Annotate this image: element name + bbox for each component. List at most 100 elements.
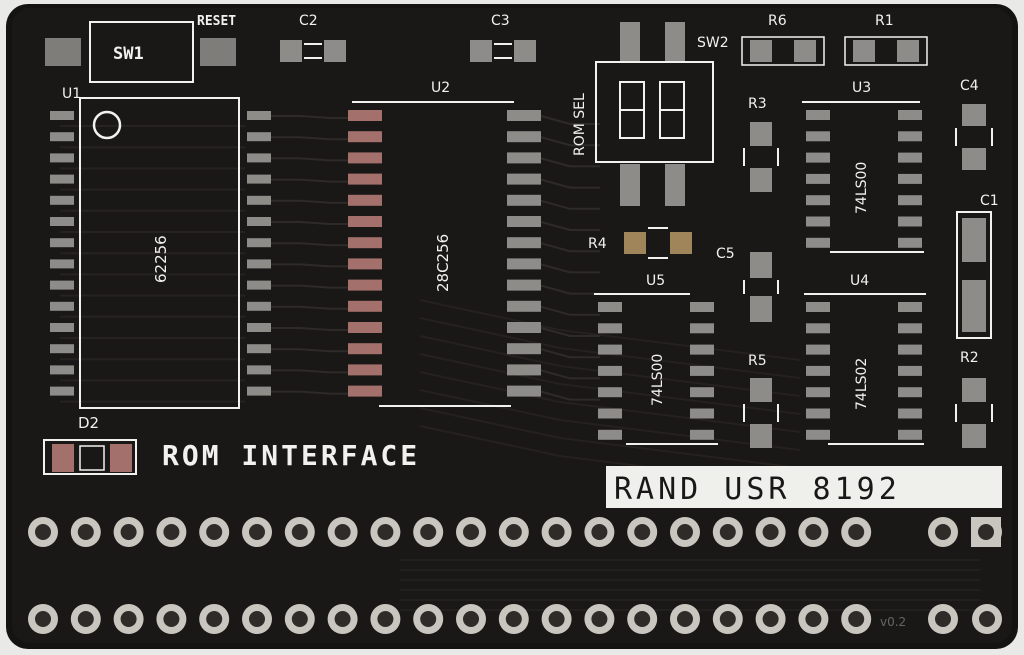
u3-silkscreen xyxy=(802,101,924,253)
ic-pad xyxy=(247,174,271,184)
connector-drill xyxy=(463,524,479,540)
u3-pads xyxy=(806,110,922,248)
r3-pad-a xyxy=(750,122,772,146)
rom-sel-seven-segment-digits xyxy=(619,81,685,139)
ic-pad xyxy=(898,344,922,355)
ic-pad xyxy=(690,387,714,398)
ic-pad xyxy=(50,174,74,184)
ic-pad xyxy=(348,152,382,164)
ic-pad xyxy=(898,173,922,184)
connector-drill xyxy=(935,611,951,627)
ic-pad xyxy=(348,258,382,270)
connector-drill xyxy=(163,611,180,627)
ic-pad xyxy=(898,387,922,398)
ic-pad xyxy=(348,216,382,227)
ic-pad xyxy=(806,110,830,120)
u2-label: U2 xyxy=(431,80,450,96)
u5-part-label: 74LS00 xyxy=(650,354,666,406)
trace xyxy=(271,115,350,119)
ic-pad xyxy=(50,238,74,248)
u2-part-label: 28C256 xyxy=(434,234,452,292)
c5-pad-b xyxy=(750,296,772,322)
u3-part-label: 74LS00 xyxy=(854,162,870,214)
connector-drill xyxy=(291,524,308,540)
u2-pads xyxy=(348,110,541,397)
c1-silkscreen-outline xyxy=(956,211,992,339)
ic-pad xyxy=(507,194,541,206)
d2-silkscreen-outline xyxy=(43,439,137,475)
r1-pad-a xyxy=(853,40,875,62)
connector-drill xyxy=(634,611,651,627)
ic-pad xyxy=(247,195,271,205)
ic-pad xyxy=(247,111,271,120)
connector-drill xyxy=(978,524,994,540)
trace xyxy=(271,199,350,204)
connector-drill xyxy=(677,524,693,540)
r5-silkscreen xyxy=(743,404,779,422)
ic-pad xyxy=(50,111,74,120)
ic-pad xyxy=(806,131,830,142)
ic-pad xyxy=(898,195,922,206)
ic-pad xyxy=(507,216,541,227)
trace xyxy=(419,299,801,361)
u4-label: U4 xyxy=(850,273,869,289)
trace xyxy=(419,371,801,433)
ic-pad xyxy=(598,387,622,398)
r1-silkscreen xyxy=(844,36,928,66)
ic-pad xyxy=(806,152,830,163)
c4-pad-b xyxy=(962,148,986,170)
r3-pad-b xyxy=(750,168,772,192)
trace xyxy=(540,305,600,316)
trace xyxy=(271,390,350,395)
c2-label: C2 xyxy=(299,13,318,29)
u5-pads xyxy=(598,302,714,440)
rom-sel-label: ROM SEL xyxy=(572,93,588,156)
ic-pad xyxy=(50,195,74,205)
ic-pad xyxy=(507,237,541,249)
connector-drill xyxy=(548,611,565,627)
ic-pad xyxy=(898,237,922,248)
user-label-text: RAND USR 8192 xyxy=(614,472,901,507)
ic-pad xyxy=(247,259,271,269)
u4-silkscreen xyxy=(804,293,926,445)
ic-pad xyxy=(247,301,271,311)
ic-pad xyxy=(50,386,74,396)
ic-pad xyxy=(898,323,922,334)
ic-pad xyxy=(806,387,830,398)
trace xyxy=(271,369,350,374)
u5-label: U5 xyxy=(646,273,665,289)
ic-pad xyxy=(898,152,922,163)
version-label: v0.2 xyxy=(880,615,906,629)
u1-silkscreen-outline xyxy=(79,97,240,409)
ic-pad xyxy=(50,301,74,311)
connector-drill xyxy=(719,611,736,627)
sw2-pad-3 xyxy=(620,164,640,206)
u1-pads xyxy=(50,111,271,396)
r4-label: R4 xyxy=(588,236,607,252)
c3-label: C3 xyxy=(491,13,510,29)
ic-pad xyxy=(598,365,622,376)
trace xyxy=(271,136,350,141)
ic-pad xyxy=(507,110,541,121)
connector-drill xyxy=(805,524,822,540)
ic-pad xyxy=(690,365,714,376)
trace xyxy=(540,136,600,147)
c5-label: C5 xyxy=(716,246,735,262)
ic-pad xyxy=(898,365,922,376)
u1-label: U1 xyxy=(62,86,81,102)
ic-pad xyxy=(247,386,271,396)
connector-drill xyxy=(805,611,822,627)
ic-pad xyxy=(247,365,271,375)
connector-drill xyxy=(291,611,308,627)
u4-pads xyxy=(806,302,922,440)
connector-drill xyxy=(120,611,137,627)
connector-drill xyxy=(505,524,522,540)
c1-pad-b xyxy=(962,280,986,332)
ic-pad xyxy=(806,344,830,355)
u3-label: U3 xyxy=(852,80,871,96)
connector-drill xyxy=(35,611,51,627)
trace xyxy=(419,407,801,469)
trace xyxy=(540,178,600,189)
r3-silkscreen xyxy=(743,148,779,166)
ic-pad xyxy=(690,302,714,312)
